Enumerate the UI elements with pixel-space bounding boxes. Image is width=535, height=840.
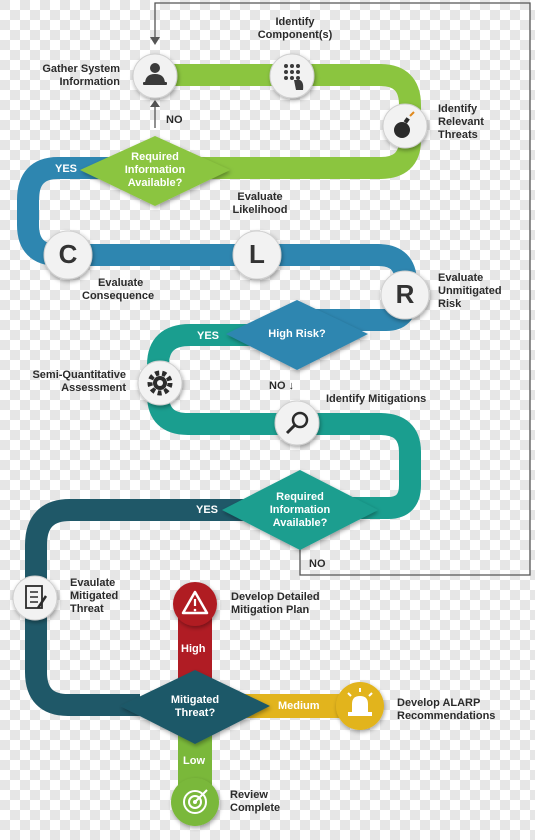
node-semi-quantitative-assessment [137, 360, 183, 406]
node-evaluate-likelihood [232, 230, 282, 280]
node-review-complete [171, 778, 219, 826]
branch-no-3: NO [309, 558, 326, 570]
decision-diamond-required-info-2 [222, 470, 378, 550]
branch-no-2: NO ↓ [269, 380, 295, 392]
branch-yes-1: YES [55, 163, 78, 175]
decision-diamond-high-risk [226, 300, 368, 370]
node-develop-alarp-recommendations [336, 682, 384, 730]
checklist-icon [25, 585, 48, 609]
feedback-loop-line [154, 2, 531, 576]
warning-triangle-icon [181, 590, 209, 615]
node-develop-detailed-mitigation-plan [173, 582, 217, 626]
target-check-icon [183, 789, 208, 814]
node-evaluate-consequence [43, 230, 93, 280]
node-identify-components [269, 53, 315, 99]
branch-yes-2: YES [197, 330, 220, 342]
feedback-arrowhead [150, 37, 160, 45]
consequence-letter: C [58, 239, 78, 269]
decision-diamond-required-info-1 [80, 136, 230, 206]
branch-no-1: NO [166, 114, 183, 126]
person-at-laptop-icon [143, 63, 167, 85]
decision-text-high-risk: High Risk? [268, 328, 326, 340]
branch-medium: Medium [278, 700, 320, 712]
risk-letter: R [395, 279, 415, 309]
hand-keypad-icon [284, 64, 304, 90]
no-arrowhead-1 [150, 100, 160, 107]
likelihood-letter: L [249, 239, 265, 269]
branch-high: High [181, 643, 206, 655]
node-evaluate-mitigated-threat [12, 575, 58, 621]
node-gather-system-information [132, 53, 178, 99]
branch-yes-3: YES [196, 504, 219, 516]
branch-low: Low [183, 755, 205, 767]
magnifier-icon [285, 411, 309, 435]
siren-icon [347, 688, 373, 716]
node-identify-mitigations [274, 400, 320, 446]
label-identify-mitigations: Identify Mitigations [326, 393, 427, 405]
decision-diamond-mitigated-threat [120, 670, 270, 744]
gear-icon [147, 370, 173, 396]
node-identify-relevant-threats [382, 103, 428, 149]
node-evaluate-unmitigated-risk [380, 270, 430, 320]
bomb-icon [394, 111, 415, 138]
